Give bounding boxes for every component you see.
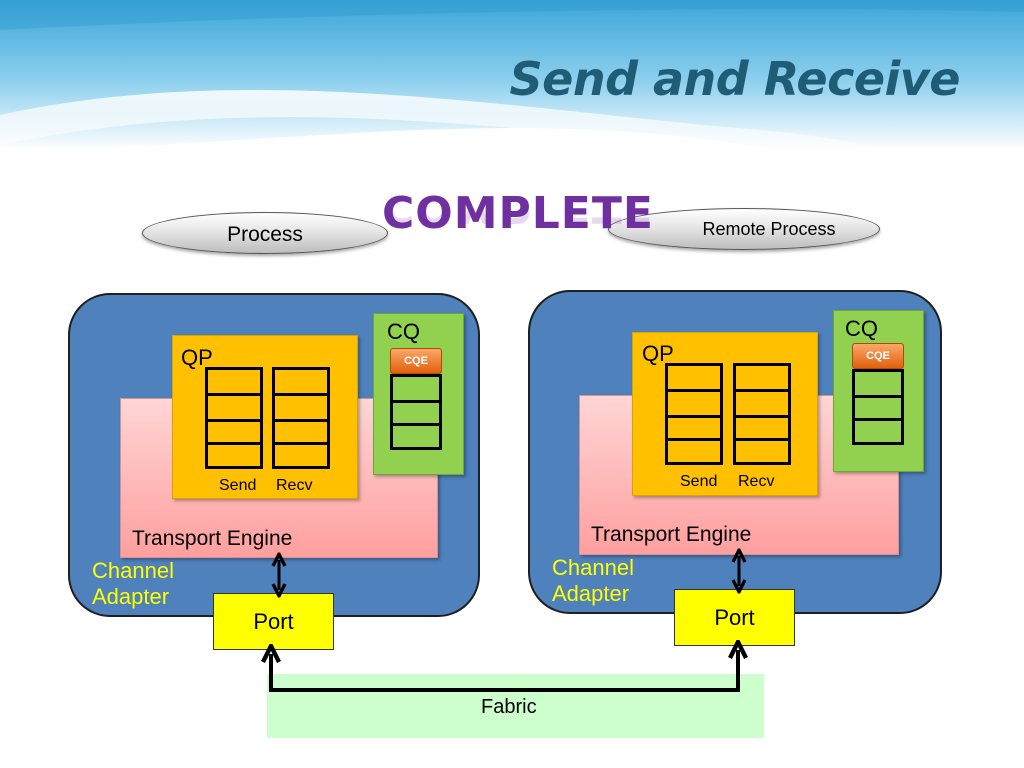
recv-queue-right <box>733 363 791 465</box>
fabric-label: Fabric <box>481 696 537 718</box>
transport-engine-label-right: Transport Engine <box>591 523 752 546</box>
recv-queue-slot <box>272 393 330 422</box>
slide-title: Send and Receive <box>509 52 961 106</box>
transport-engine-label-left: Transport Engine <box>132 527 293 550</box>
process-label: Process <box>227 223 303 246</box>
send-queue-slot <box>205 393 263 422</box>
recv-queue-slot <box>272 367 330 396</box>
recv-queue-left <box>272 367 330 469</box>
cq-label-right: CQ <box>845 316 878 341</box>
port-label-left: Port <box>253 608 294 634</box>
channel-adapter-label-line1: Channel <box>92 558 174 583</box>
send-queue-slot <box>665 363 723 392</box>
send-queue-right <box>665 363 723 465</box>
recv-queue-slot <box>272 442 330 469</box>
completion-queue-right <box>833 310 924 472</box>
port-left: Port <box>213 593 334 650</box>
recv-queue-slot <box>733 438 791 465</box>
channel-adapter-label-right: Channel Adapter <box>552 555 634 607</box>
send-queue-left <box>205 367 263 469</box>
port-label-right: Port <box>714 604 755 630</box>
cq-slot <box>390 374 442 403</box>
process-pill: Process <box>142 212 388 254</box>
channel-adapter-label-line1: Channel <box>552 555 634 580</box>
channel-adapter-label-line2: Adapter <box>552 581 630 606</box>
channel-adapter-label-line2: Adapter <box>92 584 170 609</box>
qp-label-right: QP <box>642 341 674 366</box>
qp-label-left: QP <box>181 345 213 370</box>
complete-label: COMPLETE <box>382 188 654 239</box>
cq-slots-left <box>390 374 442 450</box>
send-label-left: Send <box>219 477 257 494</box>
send-label-right: Send <box>680 473 718 490</box>
send-queue-slot <box>205 367 263 396</box>
send-queue-slot <box>665 438 723 465</box>
cq-slot <box>390 423 442 450</box>
fabric-box: Fabric <box>267 674 764 738</box>
channel-adapter-label-left: Channel Adapter <box>92 558 174 610</box>
send-queue-slot <box>665 389 723 418</box>
cq-slot <box>852 369 904 398</box>
queue-pair-right <box>632 332 818 496</box>
recv-label-left: Recv <box>276 477 313 494</box>
cq-slot <box>852 418 904 445</box>
remote-process-label: Remote Process <box>702 218 836 239</box>
recv-label-right: Recv <box>738 473 775 490</box>
recv-queue-slot <box>733 363 791 392</box>
remote-process-pill: Remote Process <box>608 208 880 250</box>
send-queue-slot <box>205 442 263 469</box>
recv-queue-slot <box>733 389 791 418</box>
cqe-badge-left: CQE <box>390 348 442 374</box>
cq-label-left: CQ <box>387 319 420 344</box>
cq-slots-right <box>852 369 904 445</box>
port-right: Port <box>674 589 795 646</box>
cqe-badge-right: CQE <box>852 343 904 369</box>
